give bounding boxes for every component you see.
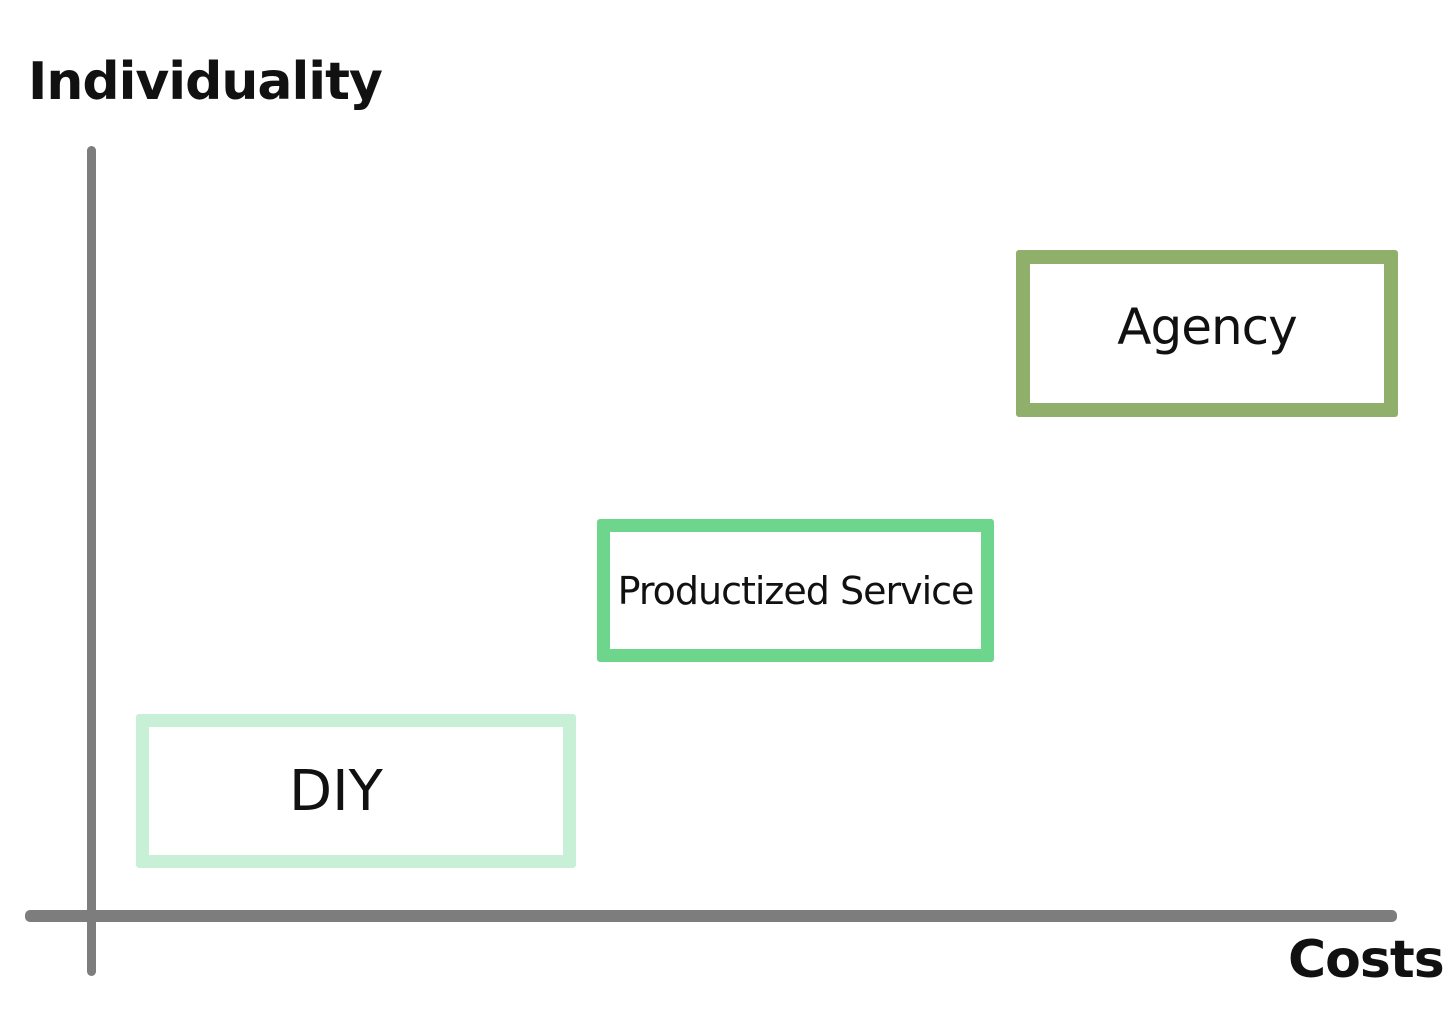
x-axis-line (25, 910, 1397, 922)
agency-label: Agency (1117, 297, 1297, 356)
x-axis-label: Costs (1288, 930, 1445, 990)
y-axis-label: Individuality (28, 52, 383, 112)
productized-service-box: Productized Service (597, 519, 994, 662)
y-axis-line (87, 146, 96, 976)
agency-box: Agency (1016, 250, 1398, 417)
diy-box: DIY (136, 714, 576, 868)
diy-label: DIY (289, 758, 383, 824)
productized-service-label: Productized Service (617, 568, 975, 613)
